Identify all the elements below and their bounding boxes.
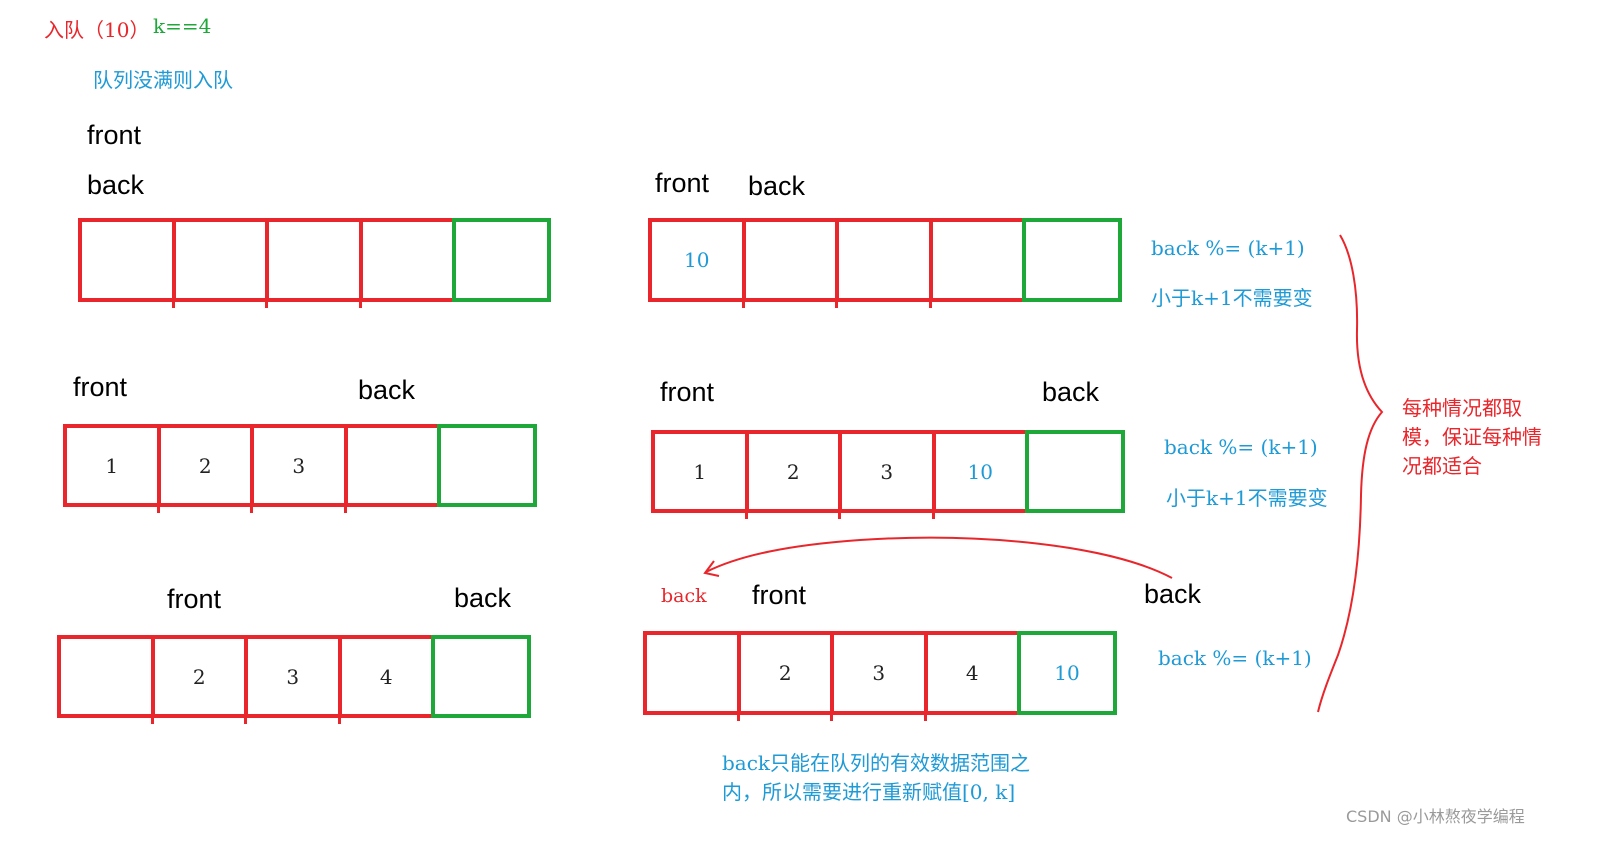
no-change-note-1: 小于k+1不需要变 [1151,286,1313,310]
section-title: 入队（10） [44,18,150,42]
queue-cell: 10 [1017,631,1117,715]
q5-front-label: front [660,377,715,407]
q6-front-label: front [752,580,807,610]
queue-cell [1025,430,1125,513]
queue-cell [437,424,537,507]
formula-note-3: back %= (k+1) [1158,646,1312,670]
cell-value: 2 [786,459,800,484]
cell-value: 3 [286,664,300,689]
cell-value: 3 [292,453,306,478]
summary-note: 每种情况都取模，保证每种情况都适合 [1402,396,1542,478]
divider-tick [744,511,748,519]
cell-value: 2 [198,453,212,478]
queue-cell [1022,218,1122,302]
divider-tick [838,511,841,519]
q6-old-back-label: back [1144,579,1202,609]
no-change-note-2: 小于k+1不需要变 [1166,486,1328,510]
q2-front-label: front [73,372,128,402]
divider-tick [150,716,154,724]
cell-value: 10 [684,248,710,272]
divider-tick [928,300,932,308]
divider-tick [337,716,341,724]
divider-tick [835,300,838,308]
divider-tick [171,300,175,308]
formula-note-2: back %= (k+1) [1164,435,1318,459]
divider-tick [244,716,247,724]
watermark: CSDN @小林熬夜学编程 [1346,807,1525,826]
divider-tick [250,505,253,513]
divider-tick [923,713,927,721]
divider-tick [830,713,833,721]
divider-tick [741,300,745,308]
cell-value: 10 [1054,661,1080,685]
q4-back-label: back [748,171,806,201]
q2-back-label: back [358,375,416,405]
cell-value: 10 [967,459,993,484]
divider-tick [931,511,935,519]
cell-value: 1 [105,453,119,478]
q1-back-label: back [87,170,145,200]
subtitle: 队列没满则入队 [93,68,233,92]
divider-tick [358,300,362,308]
cell-value: 4 [379,664,393,689]
cell-value: 3 [872,661,886,685]
q4-front-label: front [655,168,710,198]
q3-front-label: front [167,584,222,614]
divider-tick [265,300,268,308]
capacity-condition: k==4 [153,14,212,38]
cell-value: 2 [192,664,206,689]
divider-tick [736,713,740,721]
cell-value: 2 [778,661,792,685]
range-note-line1: back只能在队列的有效数据范围之 [722,751,1031,775]
q6-new-back-label: back [661,585,707,607]
arrow-head-icon [703,560,720,577]
q1-front-label: front [87,120,142,150]
curly-brace [1317,234,1384,713]
q3-back-label: back [454,583,512,613]
divider-tick [343,505,347,513]
cell-value: 4 [965,661,979,685]
q5-back-label: back [1042,377,1100,407]
wrap-around-arrow [705,536,1173,579]
divider-tick [156,505,160,513]
range-note-line2: 内，所以需要进行重新赋值[0, k] [722,780,1016,804]
queue-cell [452,218,551,302]
cell-value: 3 [880,459,894,484]
formula-note-1: back %= (k+1) [1151,236,1305,260]
cell-value: 1 [693,459,707,484]
queue-cell [431,635,531,718]
